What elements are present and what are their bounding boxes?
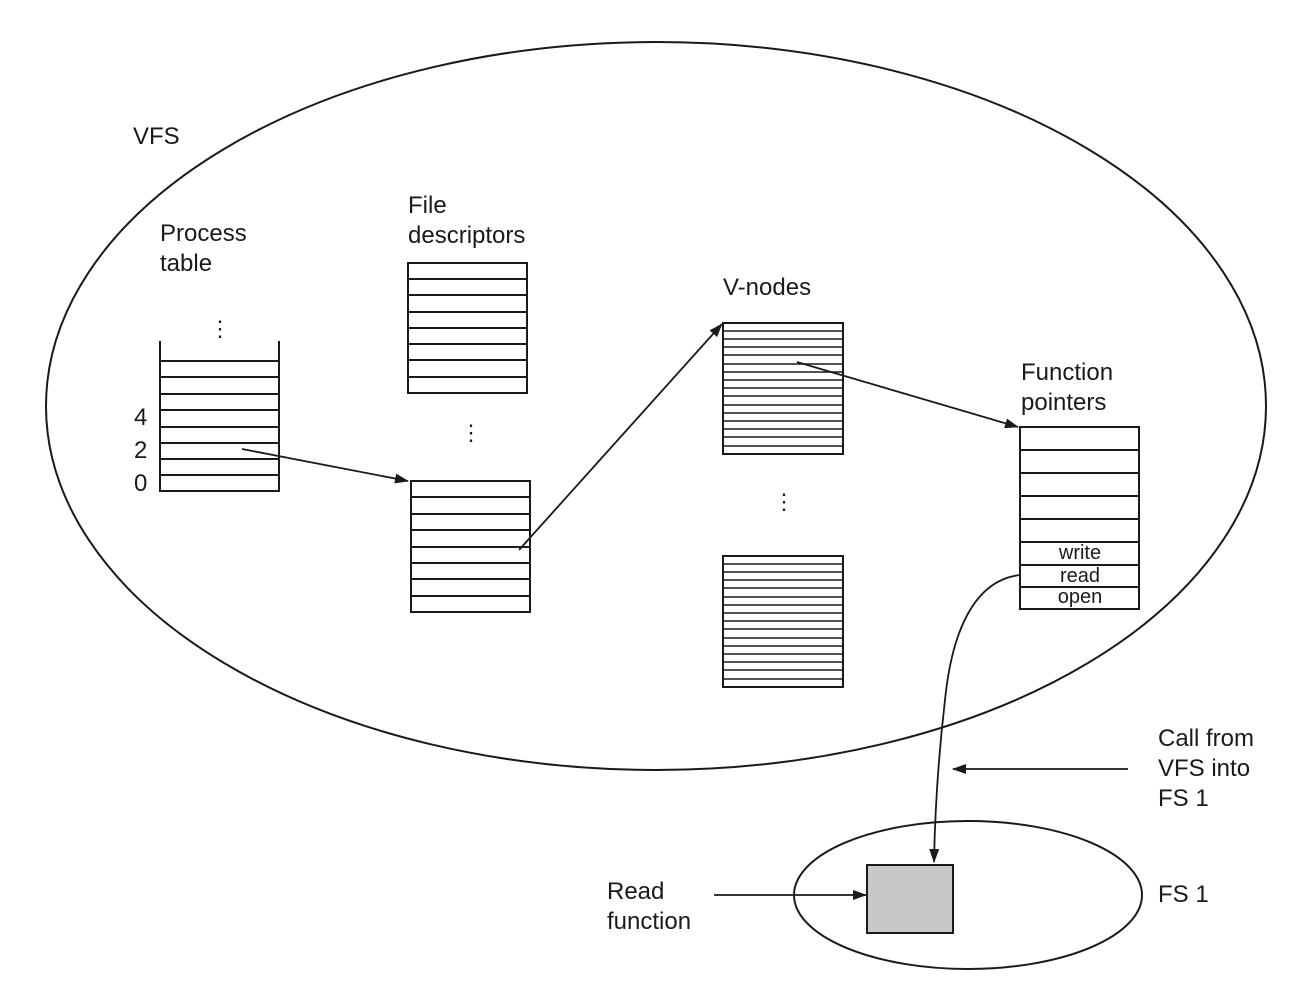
call-from-label-line2: VFS into (1158, 755, 1251, 782)
process-table-label-line2: table (160, 250, 213, 277)
v-nodes-label: V-nodes (723, 274, 812, 301)
process-table (159, 341, 280, 492)
v-node-table-top (722, 322, 844, 455)
vfs-ellipse (45, 41, 1267, 771)
call-from-label-line3: FS 1 (1158, 785, 1209, 812)
function-pointer-read: read (1059, 565, 1101, 587)
process-index-2: 2 (134, 437, 148, 464)
file-descriptor-table-bottom (410, 480, 531, 613)
process-table-ellipsis: ⋮ (209, 316, 231, 341)
fs1-label: FS 1 (1158, 881, 1209, 908)
function-pointer-table (1019, 426, 1140, 610)
read-function-label-line2: function (607, 908, 692, 935)
function-pointers-label-line2: pointers (1021, 389, 1107, 416)
arrow-process-to-file-descriptor (241, 448, 409, 484)
process-index-4: 4 (134, 404, 148, 431)
process-index-0: 0 (134, 470, 148, 497)
arrow-file-descriptor-to-v-node (518, 323, 723, 551)
read-function-box (866, 864, 954, 934)
file-descriptors-label-line1: File (408, 192, 447, 219)
v-node-ellipsis: ⋮ (773, 489, 795, 514)
function-pointer-open: open (1057, 586, 1103, 608)
arrow-v-node-to-function-pointers (796, 361, 1019, 429)
function-pointer-write: write (1058, 542, 1102, 564)
file-descriptors-label-line2: descriptors (408, 222, 526, 249)
v-node-table-bottom (722, 555, 844, 688)
call-from-label-line1: Call from (1158, 725, 1255, 752)
file-descriptor-table-top (407, 262, 528, 394)
vfs-label: VFS (133, 123, 180, 150)
function-pointers-label-line1: Function (1021, 359, 1114, 386)
process-table-label-line1: Process (160, 220, 247, 247)
arrow-read-to-fs1 (929, 574, 1021, 863)
read-function-label-line1: Read (607, 878, 665, 905)
file-descriptor-ellipsis: ⋮ (460, 420, 482, 445)
